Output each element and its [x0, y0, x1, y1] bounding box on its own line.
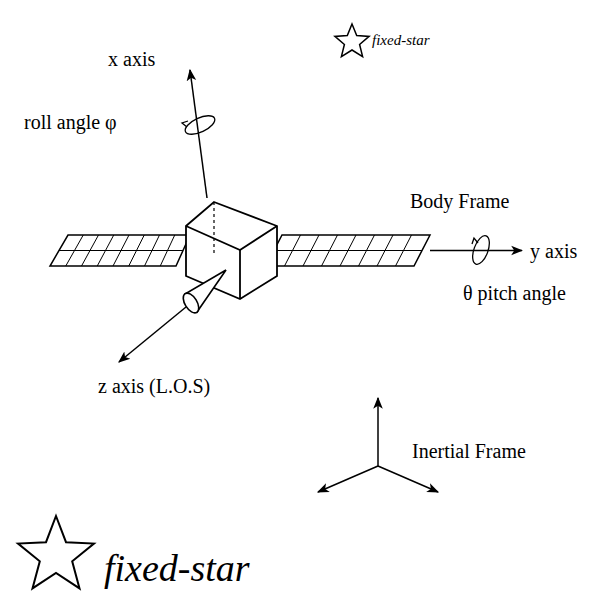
axis-label: y axis: [530, 240, 577, 262]
axis-label: x axis: [108, 48, 155, 70]
solar-panel-left: [50, 235, 190, 266]
sensor-cone: [180, 270, 226, 316]
frame-label: Inertial Frame: [412, 440, 526, 462]
star-symbol: [335, 24, 369, 57]
axis-label: z axis (L.O.S): [98, 375, 210, 397]
star-label: fixed-star: [372, 32, 430, 49]
angle-label: roll angle φ: [24, 111, 117, 133]
star-label: fixed-star: [104, 548, 250, 590]
frame-label: Body Frame: [410, 190, 509, 212]
z-axis-arrow: [119, 307, 186, 362]
satellite-body: [186, 202, 277, 299]
y-axis-arrow: [430, 250, 522, 252]
angle-label: θ pitch angle: [463, 282, 566, 304]
pitch-rotation: [469, 234, 492, 267]
roll-rotation: [183, 112, 218, 138]
solar-panel-right: [266, 235, 430, 266]
star-symbol: [18, 516, 94, 588]
